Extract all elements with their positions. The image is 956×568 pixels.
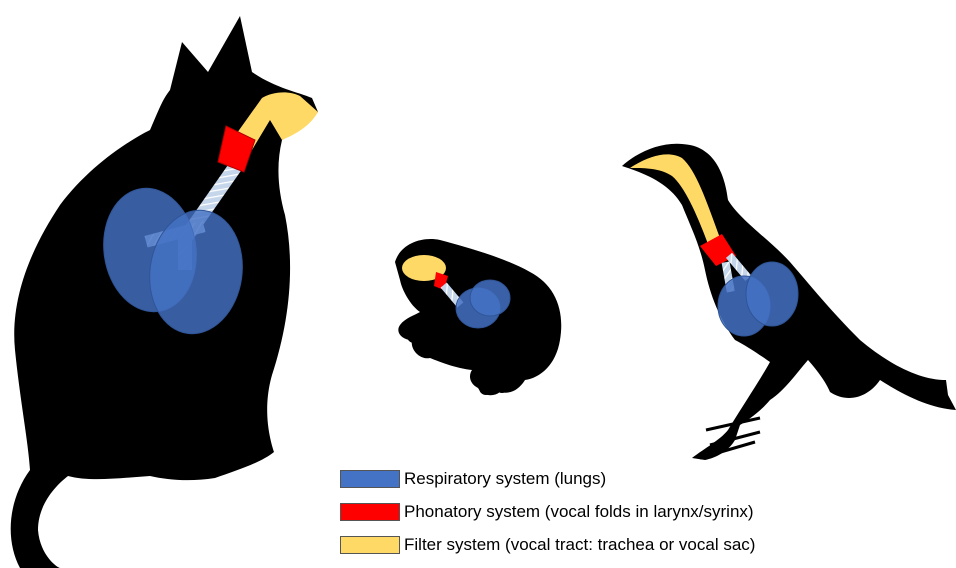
respiratory-swatch: [340, 470, 400, 488]
phonatory-swatch: [340, 503, 400, 521]
filter-swatch: [340, 536, 400, 554]
legend-label: Phonatory system (vocal folds in larynx/…: [404, 502, 754, 522]
legend-item-respiratory: Respiratory system (lungs): [340, 468, 755, 490]
legend-label: Respiratory system (lungs): [404, 469, 606, 489]
legend-item-filter: Filter system (vocal tract: trachea or v…: [340, 534, 755, 556]
legend-item-phonatory: Phonatory system (vocal folds in larynx/…: [340, 501, 755, 523]
legend: Respiratory system (lungs) Phonatory sys…: [340, 468, 755, 567]
legend-label: Filter system (vocal tract: trachea or v…: [404, 535, 755, 555]
